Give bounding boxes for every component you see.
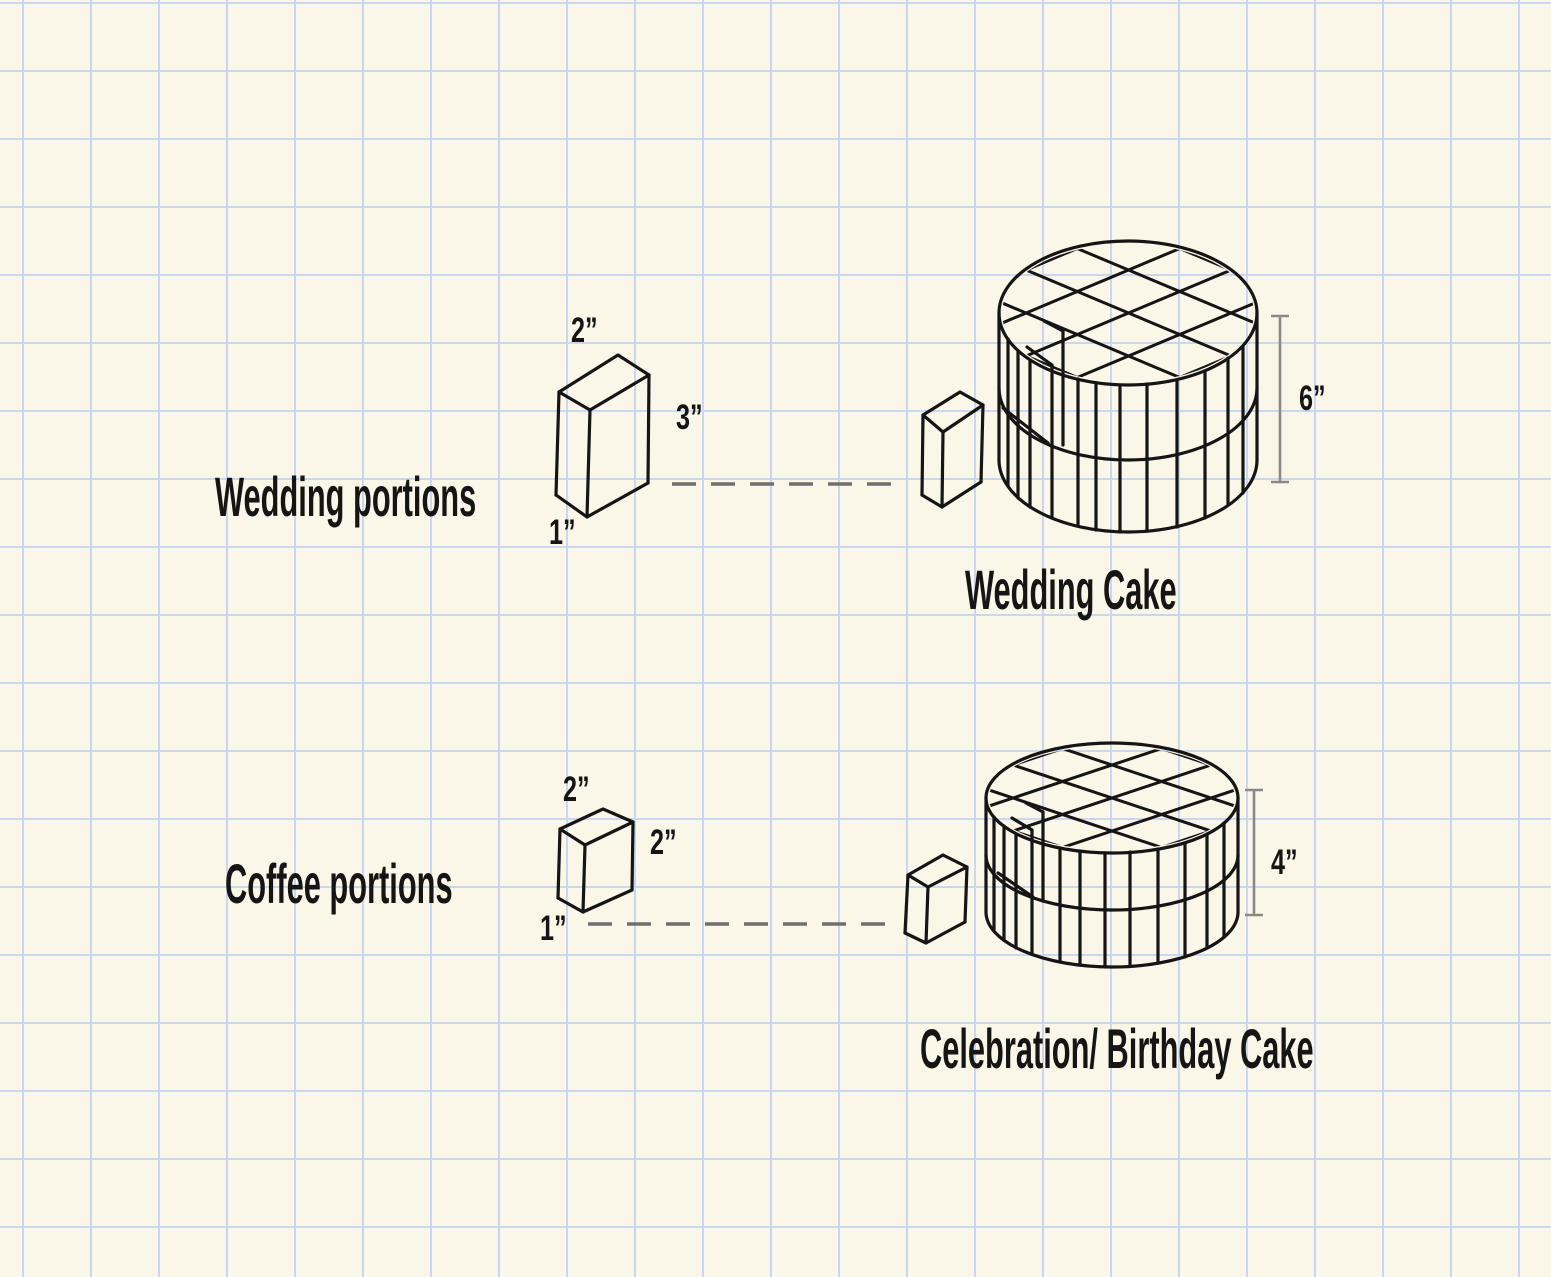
coffee-portions-label: Coffee portions: [225, 852, 453, 915]
birthday-cake-top-grid: [989, 746, 1235, 850]
wedding-portions-label: Wedding portions: [215, 465, 477, 528]
coffee-portion-width-label: 2”: [563, 770, 590, 809]
coffee-portion-depth-label: 1”: [540, 909, 567, 948]
wedding-portion-width-label: 2”: [571, 311, 598, 350]
wedding-portion-height-label: 3”: [676, 398, 703, 437]
wedding-cake-label: Wedding Cake: [965, 558, 1177, 621]
birthday-cake-dimension-line: [1245, 788, 1263, 917]
wedding-cake-height-label: 6”: [1299, 379, 1326, 418]
birthday-cake-drawing: [984, 741, 1240, 969]
coffee-slice-drawing: [903, 853, 969, 945]
coffee-portion-height-label: 2”: [650, 823, 677, 862]
wedding-portion-depth-label: 1”: [549, 513, 576, 552]
wedding-cake-drawing: [997, 239, 1259, 534]
birthday-cake-label: Celebration/ Birthday Cake: [920, 1017, 1314, 1080]
wedding-cake-dimension-line: [1271, 314, 1289, 484]
birthday-cake-height-label: 4”: [1271, 843, 1298, 882]
wedding-cake-top-grid: [1002, 244, 1254, 382]
wedding-slice-drawing: [920, 390, 985, 509]
wedding-portion-box-drawing: [554, 353, 651, 519]
coffee-portion-box-drawing: [556, 807, 635, 914]
